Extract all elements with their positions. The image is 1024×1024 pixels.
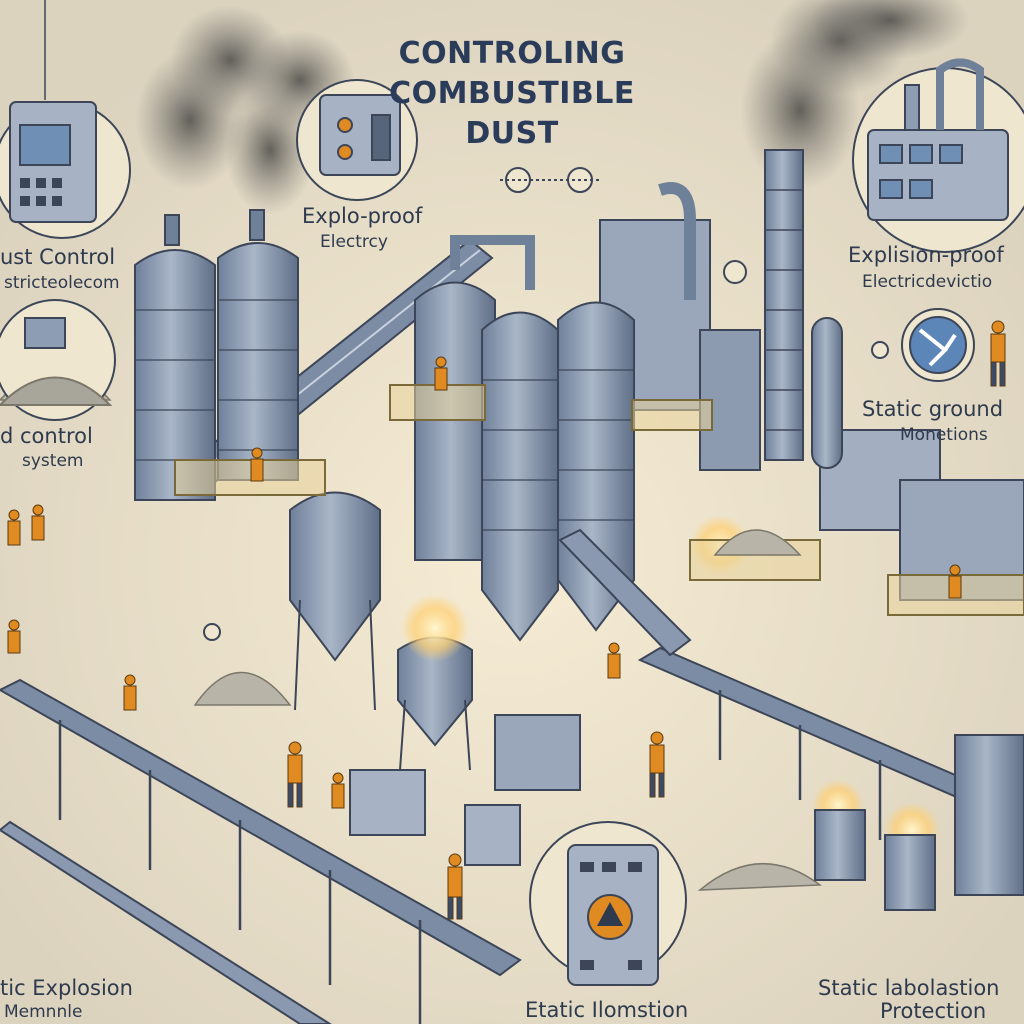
label-explosion-proof-center-sub: Electrcy [320, 232, 388, 252]
label-static-grounding: Static ground [862, 397, 1004, 421]
label-protection: Protection [880, 999, 987, 1023]
worker [447, 853, 463, 920]
label-dust-control-sub: stricteolecom [4, 273, 120, 293]
worker [948, 564, 962, 599]
label-explosion-proof-right: Explision-proof [848, 243, 1004, 267]
label-static-explosion: tic Explosion [0, 976, 133, 1000]
smoke-plumes [135, 0, 970, 215]
callout-warning-panel [529, 821, 687, 986]
page-title: CONTROLING COMBUSTIBLE DUST [0, 34, 1024, 154]
worker [649, 731, 665, 798]
conveyor-belt-front [0, 528, 992, 1024]
callout-machinery [852, 58, 1024, 253]
callout-switch-box [296, 79, 418, 201]
silo-front [289, 491, 473, 771]
worker [250, 447, 264, 482]
chimney [764, 149, 804, 461]
equipment-boxes [349, 714, 1024, 911]
worker [123, 674, 137, 711]
worker [331, 772, 345, 809]
callout-dust-system [0, 299, 116, 421]
label-static-explosion-sub: Memnnle [4, 1002, 83, 1022]
silos-center [414, 235, 635, 642]
title-line-2: COMBUSTIBLE [389, 76, 635, 111]
label-dust-control: ust Control [0, 245, 116, 269]
connector-nodes [203, 167, 747, 641]
callout-control-panel [0, 0, 131, 239]
callout-grounding [871, 308, 975, 382]
platforms [174, 384, 1024, 616]
worker [287, 741, 303, 808]
label-static-grounding-sub: Monetions [900, 425, 988, 445]
label-static-ilomstion: Etatic Ilomstion [525, 998, 689, 1022]
label-explosion-proof-right-sub: Electricdevictio [862, 272, 993, 292]
label-static-isolation: Static labolastion [818, 976, 1000, 1000]
worker [434, 356, 448, 391]
worker [31, 504, 45, 541]
title-line-1: CONTROLING [398, 36, 626, 71]
label-control-system: d control [0, 424, 93, 448]
worker [607, 642, 621, 679]
worker [7, 619, 21, 654]
workers [7, 320, 1006, 920]
label-explosion-proof-center: Explo-proof [302, 204, 423, 228]
worker [7, 509, 21, 546]
silos-left [134, 209, 299, 501]
title-line-3: DUST [465, 116, 559, 151]
worker [990, 320, 1006, 387]
label-control-system-sub: system [22, 451, 84, 471]
